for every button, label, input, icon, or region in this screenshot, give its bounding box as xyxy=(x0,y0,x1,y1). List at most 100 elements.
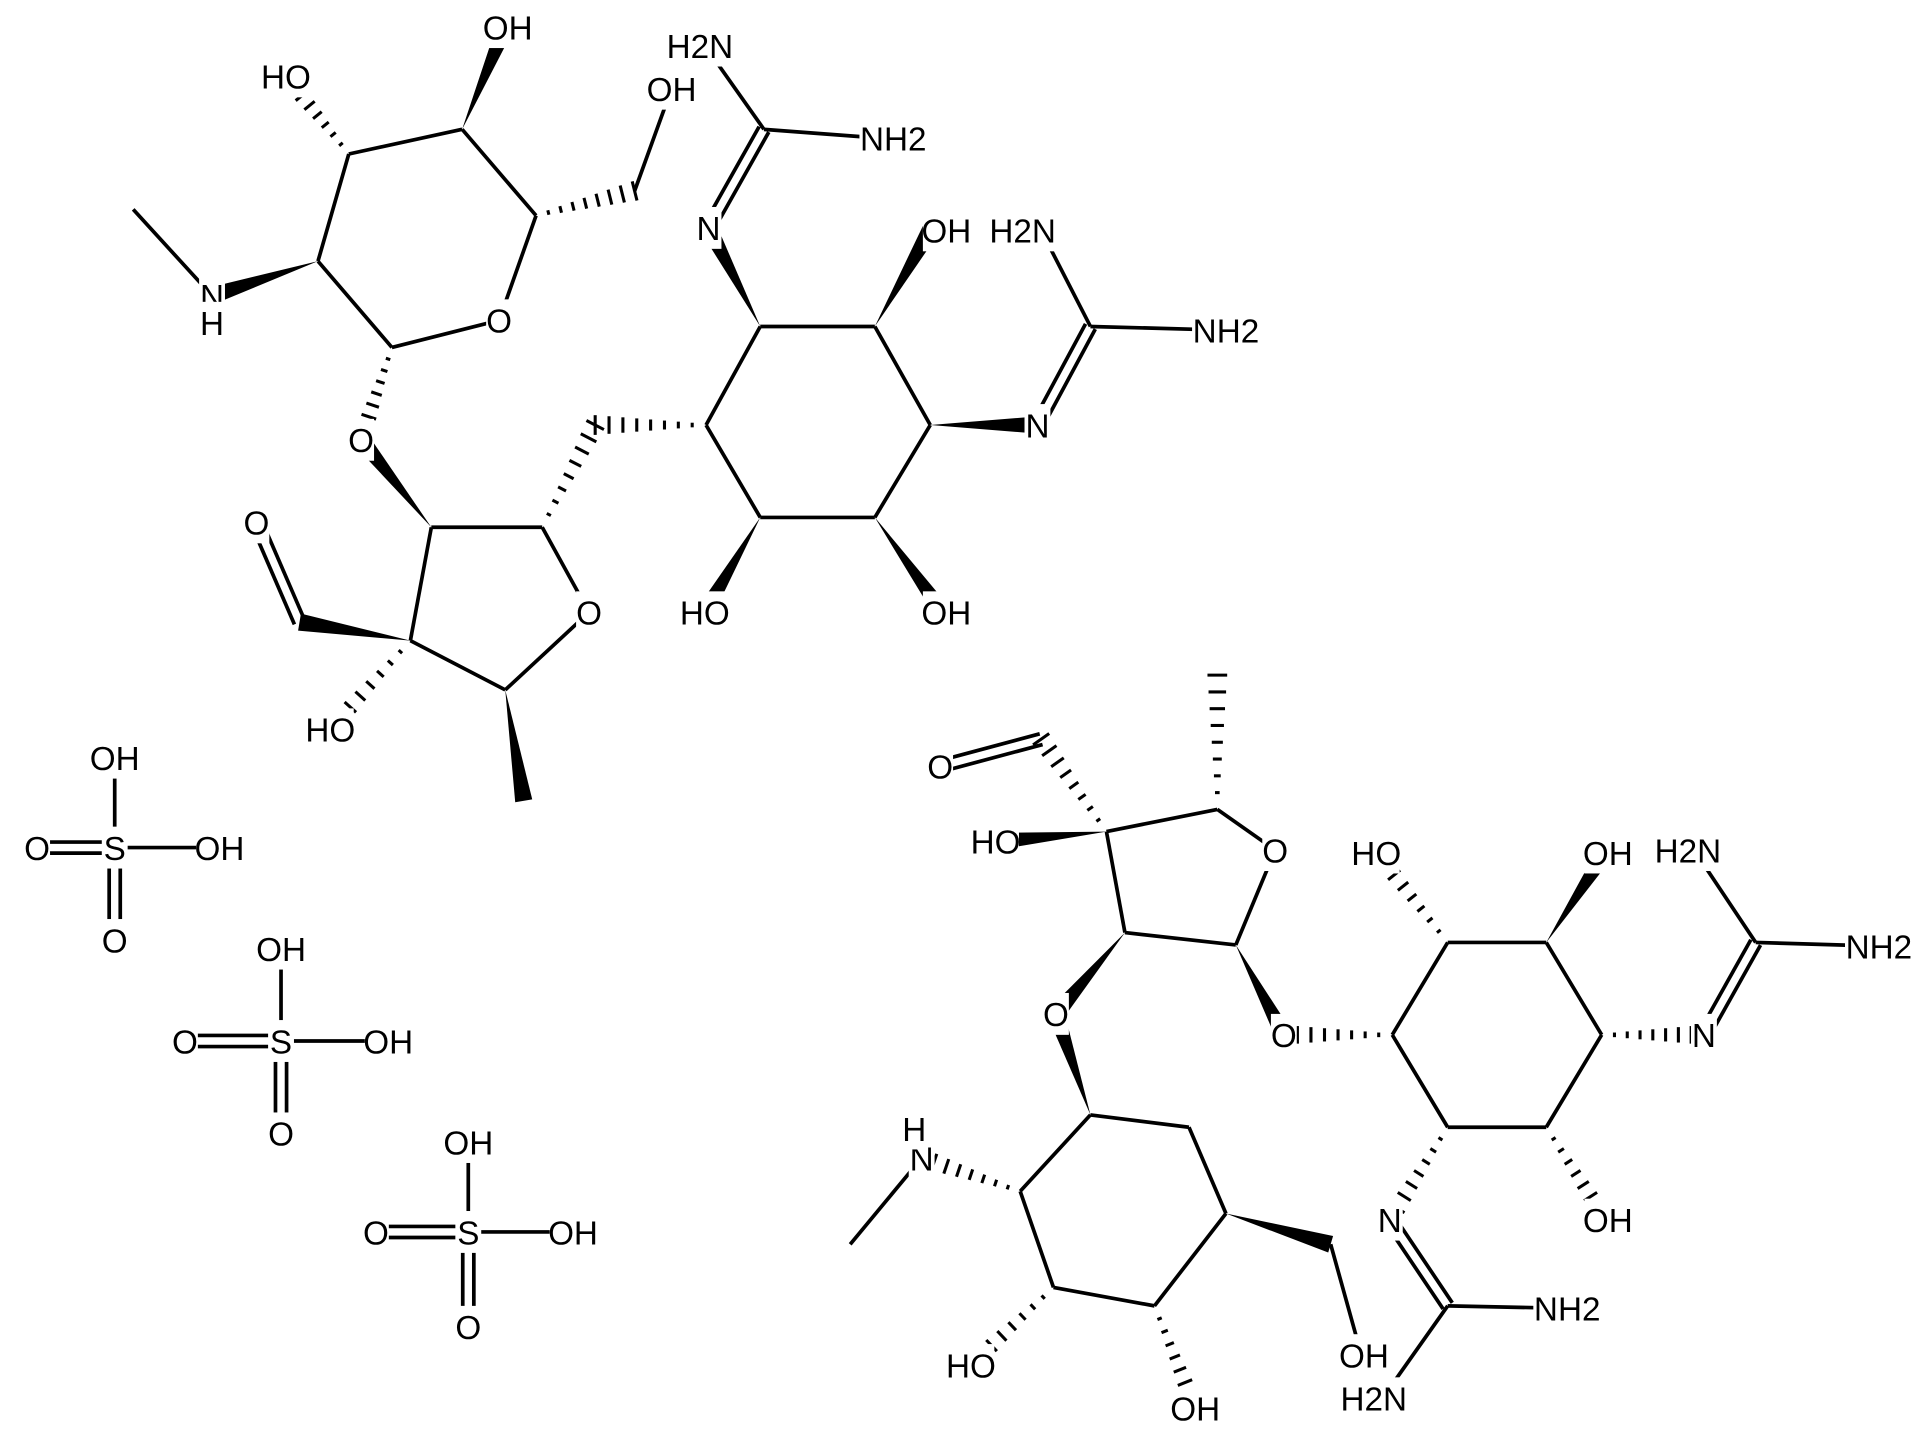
double-bond xyxy=(941,742,1044,774)
atom-label: H2N xyxy=(1655,833,1722,870)
single-bond xyxy=(704,325,762,426)
atom-label: OH xyxy=(194,831,244,868)
atom-label: OH xyxy=(921,596,971,633)
atom-label: H xyxy=(200,306,224,343)
atom-label: HO xyxy=(261,60,311,97)
single-bond xyxy=(1390,941,1450,1036)
double-bond xyxy=(711,131,771,232)
atom-label: O xyxy=(102,923,128,960)
atom-label: HO xyxy=(305,713,355,750)
atom-label: O xyxy=(24,831,50,868)
atom-label: O xyxy=(348,423,374,460)
atom-label: OH xyxy=(483,10,533,47)
hash-bond xyxy=(1207,673,1228,795)
single-bond xyxy=(1544,1033,1604,1129)
atom-label: OH xyxy=(90,741,140,778)
single-bond xyxy=(503,610,591,692)
atom-label: HO xyxy=(680,596,730,633)
atom-label: HO xyxy=(971,825,1021,862)
single-bond xyxy=(1153,1212,1228,1308)
atom-label: NH2 xyxy=(1846,929,1913,966)
atom-label: H2N xyxy=(667,29,734,66)
wedge-bond xyxy=(874,226,938,327)
atom-label: H xyxy=(902,1112,926,1149)
single-bond xyxy=(348,127,463,156)
sulfur-atom-label: S xyxy=(457,1215,479,1252)
atom-label: OH xyxy=(363,1024,413,1061)
atom-label: OH xyxy=(647,72,697,109)
double-bond xyxy=(1392,1215,1454,1304)
single-bond xyxy=(391,318,500,350)
wedge-bond xyxy=(930,416,1038,434)
atom-label: OH xyxy=(921,214,971,251)
hash-bond xyxy=(593,415,694,435)
wedge-bond xyxy=(1225,1213,1334,1253)
single-bond xyxy=(1104,831,1127,933)
atom-label: O xyxy=(927,750,953,787)
atom-label: N xyxy=(1025,408,1049,445)
single-bond xyxy=(316,153,351,262)
atom-label: OH xyxy=(1170,1391,1220,1428)
atom-label: O xyxy=(1271,1018,1297,1055)
single-bond xyxy=(1106,807,1218,834)
single-bond xyxy=(704,424,762,519)
single-bond xyxy=(1390,1033,1450,1129)
wedge-bond xyxy=(298,613,411,641)
wedge-bond xyxy=(1047,1011,1091,1115)
single-bond xyxy=(316,259,394,349)
single-bond xyxy=(1187,1126,1228,1215)
single-bond xyxy=(1053,1285,1155,1308)
single-bond xyxy=(1090,1113,1190,1130)
atom-label: NH2 xyxy=(1193,313,1260,350)
wedge-bond xyxy=(462,23,514,130)
atom-label: HO xyxy=(1351,836,1401,873)
wedge-bond xyxy=(209,261,318,304)
atom-label: N xyxy=(1378,1203,1402,1240)
single-bond xyxy=(460,128,538,217)
wedge-bond xyxy=(994,831,1107,851)
single-bond xyxy=(409,638,507,692)
atom-label: NH2 xyxy=(860,121,927,158)
atom-label: O xyxy=(1043,997,1069,1034)
atom-label: OH xyxy=(1583,836,1633,873)
atom-label: OH xyxy=(256,932,306,969)
single-bond xyxy=(873,325,932,426)
atom-label: NH2 xyxy=(1534,1292,1601,1329)
hash-bond xyxy=(1612,1024,1706,1045)
atom-label: OH xyxy=(1583,1203,1633,1240)
double-bond xyxy=(1040,328,1097,429)
atom-label: H2N xyxy=(989,214,1056,251)
wedge-bond xyxy=(505,689,533,803)
hash-bond xyxy=(546,181,639,216)
atom-label: O xyxy=(1262,833,1288,870)
single-bond xyxy=(131,208,214,297)
atom-label: H2N xyxy=(1341,1382,1408,1419)
hash-bond xyxy=(1032,732,1102,823)
atom-label: OH xyxy=(443,1125,493,1162)
single-bond xyxy=(873,424,932,519)
double-bond xyxy=(1707,944,1763,1039)
double-bond xyxy=(938,732,1041,763)
atom-label: O xyxy=(172,1024,198,1061)
atom-label: O xyxy=(268,1117,294,1154)
wedge-bond xyxy=(700,223,761,327)
bonds xyxy=(37,23,1879,1414)
single-bond xyxy=(1544,941,1604,1036)
sulfur-atom-label: S xyxy=(104,831,126,868)
atom-label: O xyxy=(455,1310,481,1347)
atom-label: O xyxy=(576,596,602,633)
hash-bond xyxy=(1282,1024,1381,1045)
atom-label: OH xyxy=(548,1215,598,1252)
atom-label: O xyxy=(486,304,512,341)
single-bond xyxy=(408,526,434,641)
atom-label: N xyxy=(697,211,721,248)
atom-label: O xyxy=(363,1215,389,1252)
sulfur-atom-label: S xyxy=(270,1024,292,1061)
atom-label: O xyxy=(243,506,269,543)
single-bond xyxy=(1124,930,1237,947)
atom-label: OH xyxy=(1339,1338,1389,1375)
atom-label: HO xyxy=(946,1348,996,1385)
